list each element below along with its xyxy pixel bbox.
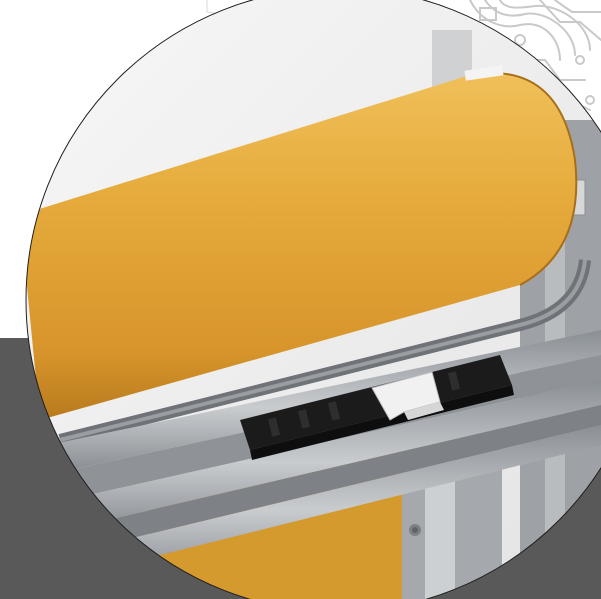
zoom-circle-outline: [25, 0, 601, 599]
tube-end-cap: [464, 65, 504, 81]
roller-tube: [26, 73, 577, 420]
rail-middle: [26, 380, 601, 545]
